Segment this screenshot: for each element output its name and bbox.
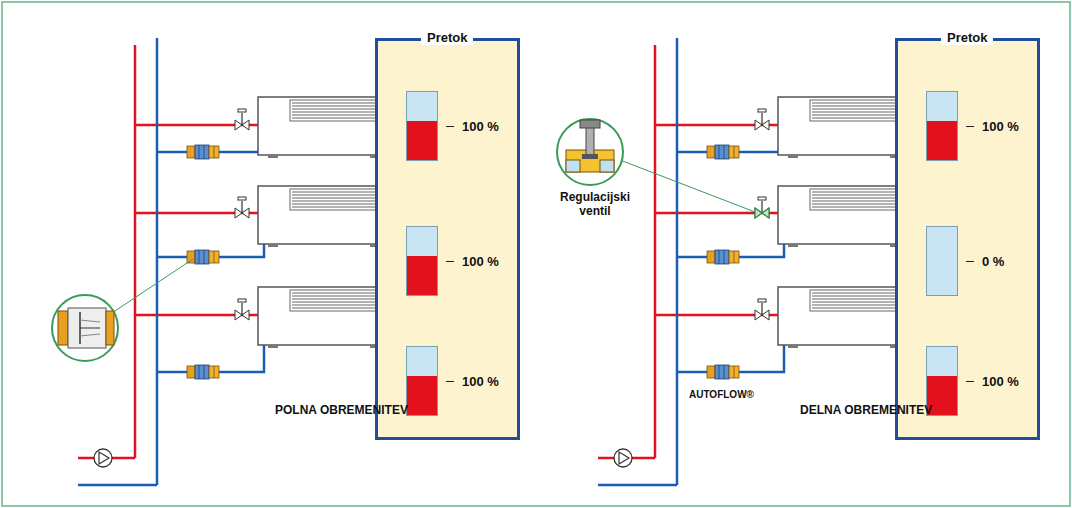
panel-heading: Pretok bbox=[941, 30, 993, 45]
flow-bar bbox=[406, 346, 438, 416]
flow-fill bbox=[927, 121, 957, 160]
tick-mark bbox=[446, 126, 454, 127]
flow-bar bbox=[406, 91, 438, 161]
product-label: AUTOFLOW® bbox=[689, 389, 754, 401]
tick-mark bbox=[966, 261, 974, 262]
tick-mark bbox=[446, 381, 454, 382]
panel-heading: Pretok bbox=[421, 30, 473, 45]
flow-percent: 100 % bbox=[982, 374, 1019, 389]
flow-bar bbox=[926, 226, 958, 296]
tick-mark bbox=[446, 261, 454, 262]
flow-percent: 100 % bbox=[462, 119, 499, 134]
flow-percent: 0 % bbox=[982, 254, 1004, 269]
flow-fill bbox=[407, 121, 437, 160]
tick-mark bbox=[966, 381, 974, 382]
flow-panel: Pretok100 %100 %100 % bbox=[375, 38, 520, 440]
flow-percent: 100 % bbox=[462, 254, 499, 269]
load-caption: POLNA OBREMENITEV bbox=[275, 403, 408, 417]
flow-bar bbox=[406, 226, 438, 296]
flow-percent: 100 % bbox=[982, 119, 1019, 134]
flow-fill bbox=[407, 376, 437, 415]
flow-panel: Pretok100 %0 %100 % bbox=[895, 38, 1040, 440]
callout-label: Regulacijski ventil bbox=[556, 190, 634, 219]
flow-bar bbox=[926, 91, 958, 161]
load-caption: DELNA OBREMENITEV bbox=[800, 403, 932, 417]
flow-percent: 100 % bbox=[462, 374, 499, 389]
flow-fill bbox=[407, 256, 437, 295]
tick-mark bbox=[966, 126, 974, 127]
